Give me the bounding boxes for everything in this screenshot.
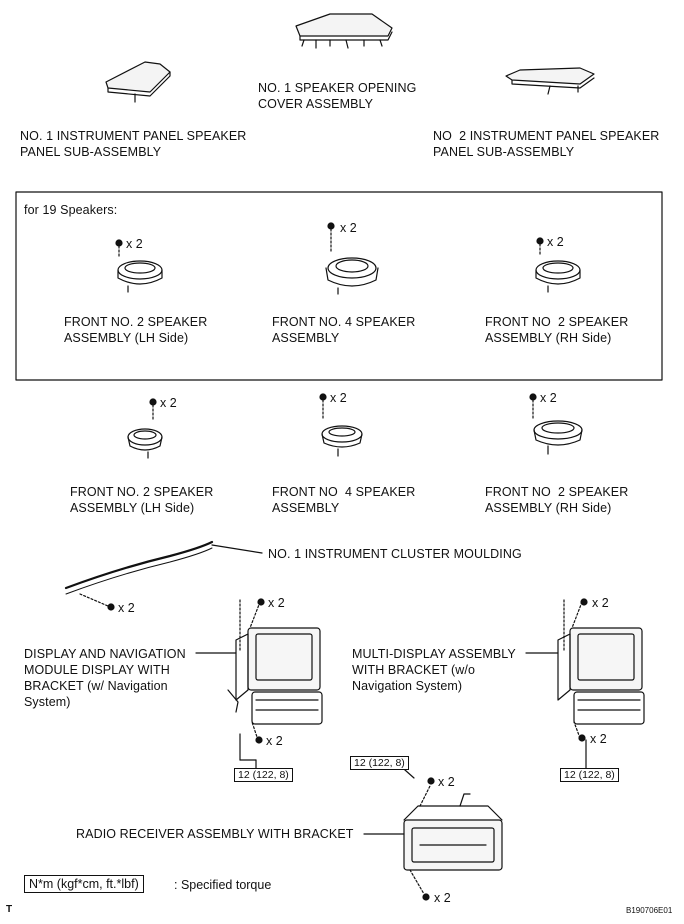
torque-multi: 12 (122, 8): [560, 768, 619, 782]
count-a: x 2: [126, 237, 143, 251]
label-speaker-c: FRONT NO 2 SPEAKER ASSEMBLY (RH Side): [485, 315, 629, 345]
nav-display-art: [195, 598, 323, 769]
label-speaker-a: FRONT NO. 2 SPEAKER ASSEMBLY (LH Side): [64, 315, 208, 345]
label-ip-panel-2: NO 2 INSTRUMENT PANEL SPEAKER PANEL SUB-…: [433, 129, 660, 159]
label-ip-panel-1: NO. 1 INSTRUMENT PANEL SPEAKER PANEL SUB…: [20, 129, 247, 159]
count-nav-top: x 2: [268, 596, 285, 610]
label-opening-cover: NO. 1 SPEAKER OPENING COVER ASSEMBLY: [258, 81, 417, 111]
multi-display-art: [525, 598, 645, 769]
torque-nav: 12 (122, 8): [234, 768, 293, 782]
panel-right-part: [505, 67, 595, 95]
speaker-f-art: [529, 393, 583, 455]
count-c: x 2: [547, 235, 564, 249]
speaker-a-art: [115, 239, 163, 293]
corner-mark: T: [6, 904, 13, 915]
legend-torque-key: N*m (kgf*cm, ft.*lbf): [24, 875, 144, 893]
speaker-c-art: [535, 237, 581, 293]
count-multi-top: x 2: [592, 596, 609, 610]
label-speaker-b: FRONT NO. 4 SPEAKER ASSEMBLY: [272, 315, 416, 345]
count-d: x 2: [160, 396, 177, 410]
label-nav-display: DISPLAY AND NAVIGATION MODULE DISPLAY WI…: [24, 647, 186, 709]
label-moulding: NO. 1 INSTRUMENT CLUSTER MOULDING: [268, 547, 522, 561]
box-outline: [15, 191, 663, 381]
panel-left-part: [105, 61, 171, 103]
legend-torque-desc: : Specified torque: [174, 878, 272, 892]
count-nav-bottom: x 2: [266, 734, 283, 748]
count-multi-bottom: x 2: [590, 732, 607, 746]
radio-receiver-art: [363, 761, 503, 901]
torque-radio: 12 (122, 8): [350, 756, 409, 770]
label-multi-display: MULTI-DISPLAY ASSEMBLY WITH BRACKET (w/o…: [352, 647, 516, 693]
speaker-d-art: [127, 398, 163, 459]
count-e: x 2: [330, 391, 347, 405]
label-speaker-f: FRONT NO 2 SPEAKER ASSEMBLY (RH Side): [485, 485, 629, 515]
count-f: x 2: [540, 391, 557, 405]
count-b: x 2: [340, 221, 357, 235]
box-title: for 19 Speakers:: [24, 203, 118, 217]
label-speaker-e: FRONT NO 4 SPEAKER ASSEMBLY: [272, 485, 416, 515]
count-radio-top: x 2: [438, 775, 455, 789]
opening-cover-part: [295, 13, 393, 49]
figure-code: B190706E01: [626, 906, 673, 915]
count-radio-bottom: x 2: [434, 891, 451, 905]
speaker-e-art: [319, 393, 363, 457]
moulding-art: [64, 540, 263, 611]
label-speaker-d: FRONT NO. 2 SPEAKER ASSEMBLY (LH Side): [70, 485, 214, 515]
label-radio: RADIO RECEIVER ASSEMBLY WITH BRACKET: [76, 827, 354, 841]
speaker-b-art: [325, 222, 379, 295]
count-moulding: x 2: [118, 601, 135, 615]
